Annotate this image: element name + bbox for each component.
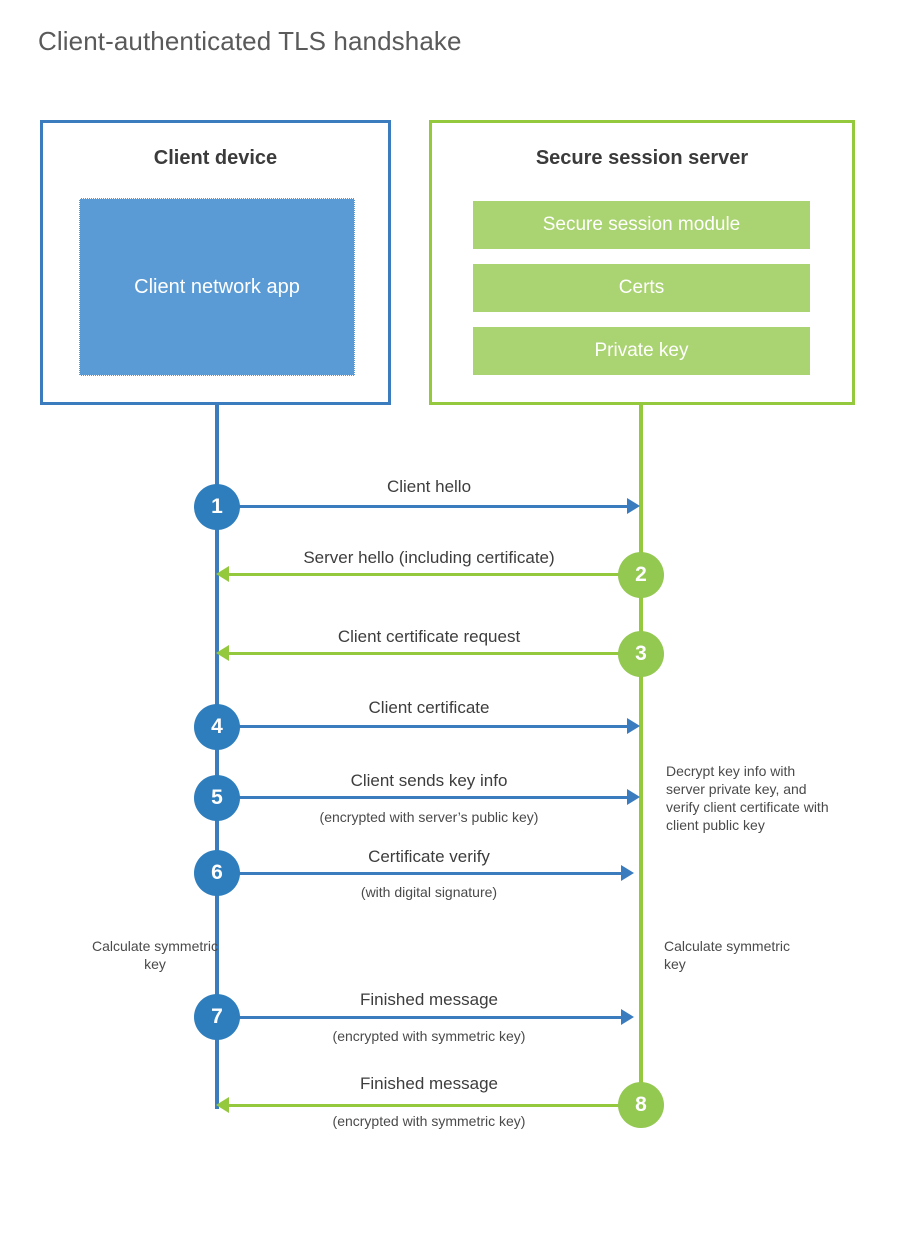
step-5-arrow-line <box>217 796 627 799</box>
step-2-arrow-head <box>216 566 229 582</box>
secure-session-server-title: Secure session server <box>535 147 749 169</box>
step-6-label: Certificate verify <box>368 847 490 866</box>
step-6-marker[interactable]: 6 <box>194 850 240 896</box>
step-5-sublabel: (encrypted with server’s public key) <box>319 809 539 825</box>
step-1-arrow-line <box>217 505 627 508</box>
step-2-arrow-line <box>229 573 641 576</box>
client-device-box: Client device Client network app <box>40 120 391 405</box>
client-network-app-block: Client network app <box>79 198 355 376</box>
server-component-secure-session-module: Secure session module <box>473 201 810 249</box>
step-6-sublabel: (with digital signature) <box>360 884 498 900</box>
step-6-arrow-line <box>217 872 621 875</box>
step-8-arrow-line <box>229 1104 641 1107</box>
client-lifeline <box>215 402 219 1109</box>
client-network-app-label: Client network app <box>134 276 300 298</box>
page-title: Client-authenticated TLS handshake <box>38 26 462 56</box>
step-3-arrow-head <box>216 645 229 661</box>
step-8-marker[interactable]: 8 <box>618 1082 664 1128</box>
step-2-marker[interactable]: 2 <box>618 552 664 598</box>
server-decrypt-note: Decrypt key info with server private key… <box>666 763 829 833</box>
step-7-marker[interactable]: 7 <box>194 994 240 1040</box>
client-device-title: Client device <box>153 147 278 169</box>
client-calculate-symmetric-key-note: Calculate symmetric key <box>91 938 219 972</box>
step-6-arrow-head <box>621 865 634 881</box>
step-8-arrow-head <box>216 1097 229 1113</box>
step-7-arrow-head <box>621 1009 634 1025</box>
step-3-arrow-line <box>229 652 641 655</box>
step-1-label: Client hello <box>386 477 472 496</box>
secure-session-server-box: Secure session server Secure session mod… <box>429 120 855 405</box>
step-1-marker[interactable]: 1 <box>194 484 240 530</box>
step-1-arrow-head <box>627 498 640 514</box>
server-component-private-key: Private key <box>473 327 810 375</box>
server-lifeline <box>639 402 643 1107</box>
step-7-arrow-line <box>217 1016 621 1019</box>
step-4-marker[interactable]: 4 <box>194 704 240 750</box>
step-2-label: Server hello (including certificate) <box>303 548 555 567</box>
step-4-label: Client certificate <box>368 698 490 717</box>
step-4-arrow-head <box>627 718 640 734</box>
step-5-label: Client sends key info <box>350 771 508 790</box>
step-3-marker[interactable]: 3 <box>618 631 664 677</box>
step-5-arrow-head <box>627 789 640 805</box>
step-4-arrow-line <box>217 725 627 728</box>
step-8-sublabel: (encrypted with symmetric key) <box>332 1113 526 1129</box>
step-8-label: Finished message <box>360 1074 498 1093</box>
step-5-marker[interactable]: 5 <box>194 775 240 821</box>
step-3-label: Client certificate request <box>337 627 521 646</box>
server-component-certs: Certs <box>473 264 810 312</box>
server-calculate-symmetric-key-note: Calculate symmetric key <box>664 938 791 972</box>
step-7-sublabel: (encrypted with symmetric key) <box>332 1028 526 1044</box>
step-7-label: Finished message <box>360 990 498 1009</box>
